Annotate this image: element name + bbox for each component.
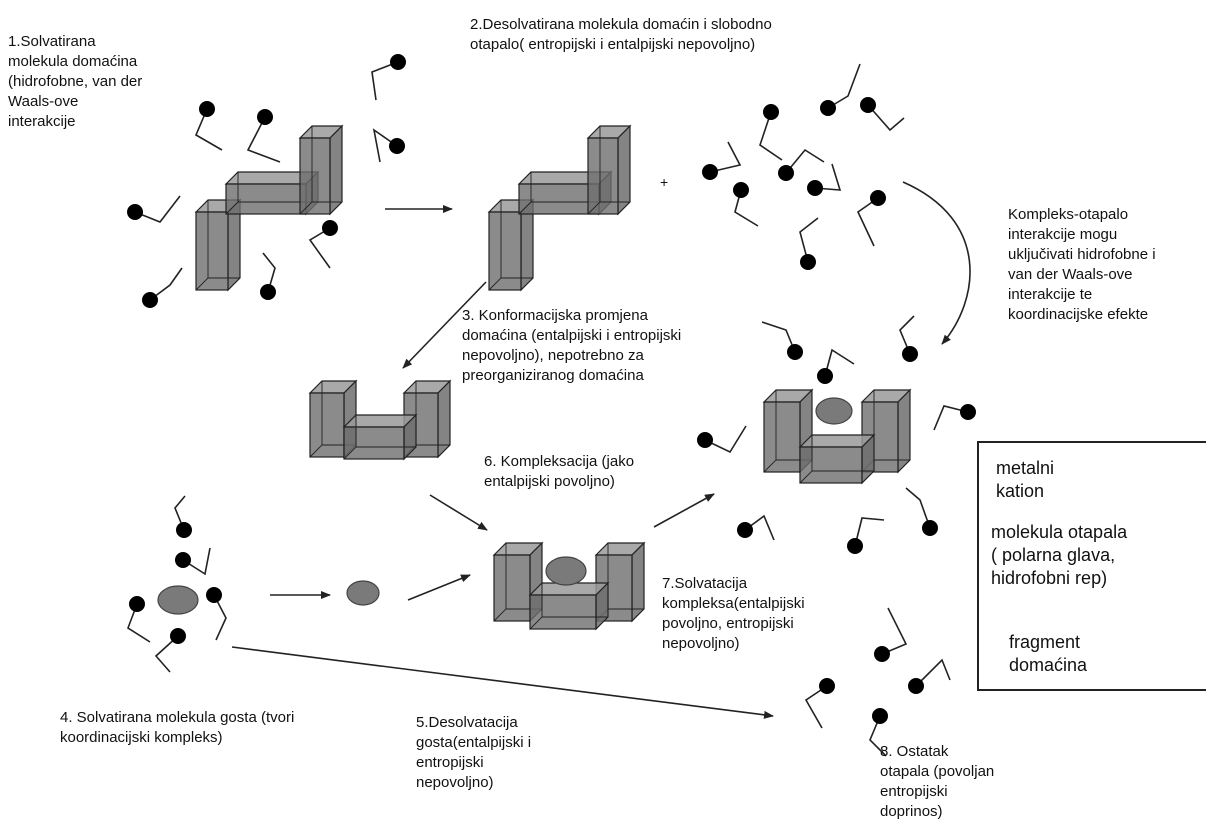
solvent-molecule xyxy=(206,587,227,641)
solvent-molecule xyxy=(820,63,861,116)
solvent-molecule xyxy=(127,596,151,643)
solvent-molecule xyxy=(905,487,938,536)
solvent-molecule xyxy=(860,97,905,132)
complex-host-block-bottom xyxy=(528,581,610,631)
solvent-molecule xyxy=(174,495,192,538)
label-complex-solvent-interactions: Kompleks-otapalo interakcije mogu uključ… xyxy=(1008,206,1156,323)
arrow-conformational-change xyxy=(402,281,487,369)
solvent-molecule xyxy=(702,141,742,180)
arrow-host-to-complex xyxy=(429,494,488,531)
solvent-molecule xyxy=(733,182,759,227)
solvent-molecule xyxy=(246,109,281,163)
label-step1-solvated-host: 1.Solvatirana molekula domaćina (hidrofo… xyxy=(8,33,143,130)
arrow-solvent-release xyxy=(231,646,774,719)
solvent-molecule xyxy=(697,425,747,454)
solvent-molecule xyxy=(804,678,835,729)
solvent-molecule xyxy=(175,547,211,576)
arrow-guest-to-complex xyxy=(407,574,471,601)
solvent-molecule xyxy=(127,195,181,223)
solvent-molecule xyxy=(142,267,183,308)
plus-sign: + xyxy=(660,174,669,190)
label-step2-desolvated-host: 2.Desolvatirana molekula domaćin i slobo… xyxy=(470,16,772,53)
label-step5-guest-desolvation: 5.Desolvatacija gosta(entalpijski i entr… xyxy=(416,714,532,791)
solvent-molecule xyxy=(308,220,338,269)
label-step7-complex-solvation: 7.Solvatacija kompleksa(entalpijski povo… xyxy=(662,575,805,652)
label-step3-conformational-change: 3. Konformacijska promjena domaćina (ent… xyxy=(462,307,682,384)
host1-block-lower xyxy=(194,198,242,292)
solvent-molecule xyxy=(799,217,819,270)
solvent-molecule xyxy=(933,404,976,431)
solvated-complex-block-bottom xyxy=(798,433,876,485)
solvated-complex-block-left xyxy=(762,388,814,474)
solvent-molecule xyxy=(869,708,888,757)
solvent-molecule xyxy=(817,348,855,384)
solvent-molecule xyxy=(847,517,885,554)
solvent-molecule xyxy=(759,104,783,161)
label-step8-remaining-solvent: 8. Ostatak otapala (povoljan entropijski… xyxy=(880,743,995,820)
solvated-guest-cation xyxy=(157,585,199,615)
solvent-molecule xyxy=(856,190,886,247)
host1-block-upper xyxy=(298,124,344,216)
free-guest-cation xyxy=(346,580,380,606)
solvent-molecule xyxy=(761,321,803,360)
solvent-molecule xyxy=(260,252,276,300)
solvent-molecule xyxy=(154,628,186,673)
legend-host-fragment-label: fragment domaćina xyxy=(1009,632,1088,675)
legend-box: metalni kation molekula otapala ( polarn… xyxy=(977,441,1206,691)
solvent-molecule xyxy=(807,163,842,196)
solvent-molecule xyxy=(194,101,223,151)
solvent-molecule xyxy=(899,315,918,362)
solvent-molecule xyxy=(737,514,775,541)
label-step4-solvated-guest: 4. Solvatirana molekula gosta (tvori koo… xyxy=(60,709,295,746)
legend-solvent-molecule-label: molekula otapala ( polarna glava, hidrof… xyxy=(991,522,1128,588)
host3-block-bottom xyxy=(342,413,418,461)
label-step6-complexation: 6. Kompleksacija (jako entalpijski povol… xyxy=(484,453,635,490)
solvent-molecule xyxy=(874,607,908,662)
complex-cation xyxy=(545,556,587,586)
arrow-complexation xyxy=(653,493,715,528)
host2-block-upper xyxy=(586,124,632,216)
arrow-complex-solvent-interaction xyxy=(902,181,971,345)
solvent-molecule xyxy=(908,658,951,694)
legend-metal-cation-label: metalni kation xyxy=(996,458,1055,501)
solvent-molecule xyxy=(372,128,405,163)
solvent-molecule xyxy=(371,54,406,101)
solvated-complex-cation xyxy=(815,397,853,425)
solvent-molecule xyxy=(778,148,825,181)
